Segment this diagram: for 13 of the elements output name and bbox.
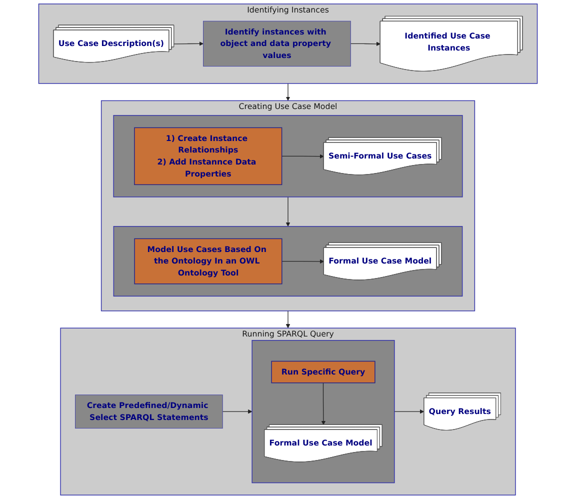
arrow	[286, 196, 290, 227]
cluster	[113, 115, 463, 198]
cluster	[113, 226, 463, 297]
arrow	[222, 409, 252, 414]
arrow	[286, 83, 290, 101]
arrow	[350, 42, 381, 46]
arrow	[394, 409, 424, 414]
arrow	[281, 154, 324, 159]
arrow	[282, 259, 324, 264]
arrow	[174, 42, 204, 46]
cluster	[252, 340, 395, 484]
arrow	[286, 310, 290, 328]
arrow	[321, 382, 326, 426]
